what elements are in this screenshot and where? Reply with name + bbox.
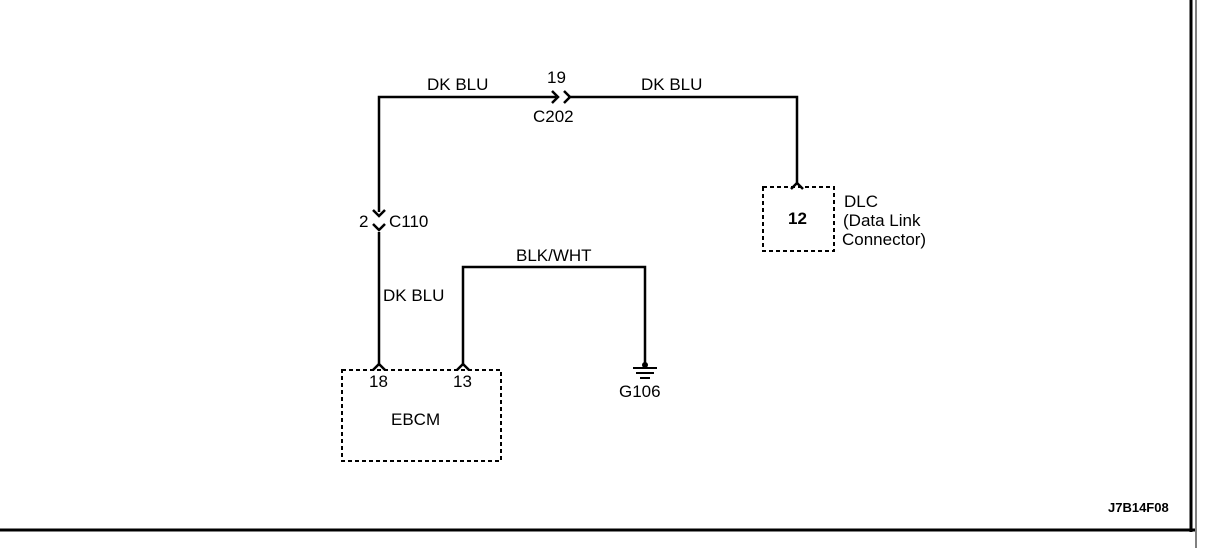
ebcm-label: EBCM <box>391 410 440 429</box>
dlc-label-line3: Connector) <box>842 230 926 249</box>
wire-label-vertical: DK BLU <box>383 286 444 305</box>
c110-pin-number: 2 <box>359 212 368 231</box>
ebcm-box <box>341 369 502 462</box>
c110-connector-label: C110 <box>389 212 428 231</box>
c202-pin-number: 19 <box>547 68 566 87</box>
c202-connector-label: C202 <box>533 107 574 126</box>
ground-label: G106 <box>619 382 661 401</box>
ebcm-pin-18-terminal <box>372 362 386 371</box>
ebcm-pin-13: 13 <box>453 372 472 391</box>
wire-dk-blu-left-top <box>377 95 556 212</box>
wire-label-top-left: DK BLU <box>427 75 488 94</box>
ebcm-pin-13-terminal <box>456 362 470 371</box>
c110-connector-symbol <box>372 209 386 232</box>
ground-symbol-icon <box>633 362 657 379</box>
wire-dk-blu-right-top <box>568 95 799 183</box>
dlc-label-line1: DLC <box>844 192 878 211</box>
dlc-label-line2: (Data Link <box>843 211 921 230</box>
c202-connector-symbol <box>551 90 572 104</box>
wire-label-top-right: DK BLU <box>641 75 702 94</box>
ebcm-pin-18: 18 <box>369 372 388 391</box>
dlc-box <box>762 186 835 252</box>
wire-label-ground: BLK/WHT <box>516 246 592 265</box>
figure-code: J7B14F08 <box>1108 500 1169 515</box>
wire-blk-wht-ground <box>461 265 647 366</box>
dlc-pin-number: 12 <box>788 209 807 228</box>
